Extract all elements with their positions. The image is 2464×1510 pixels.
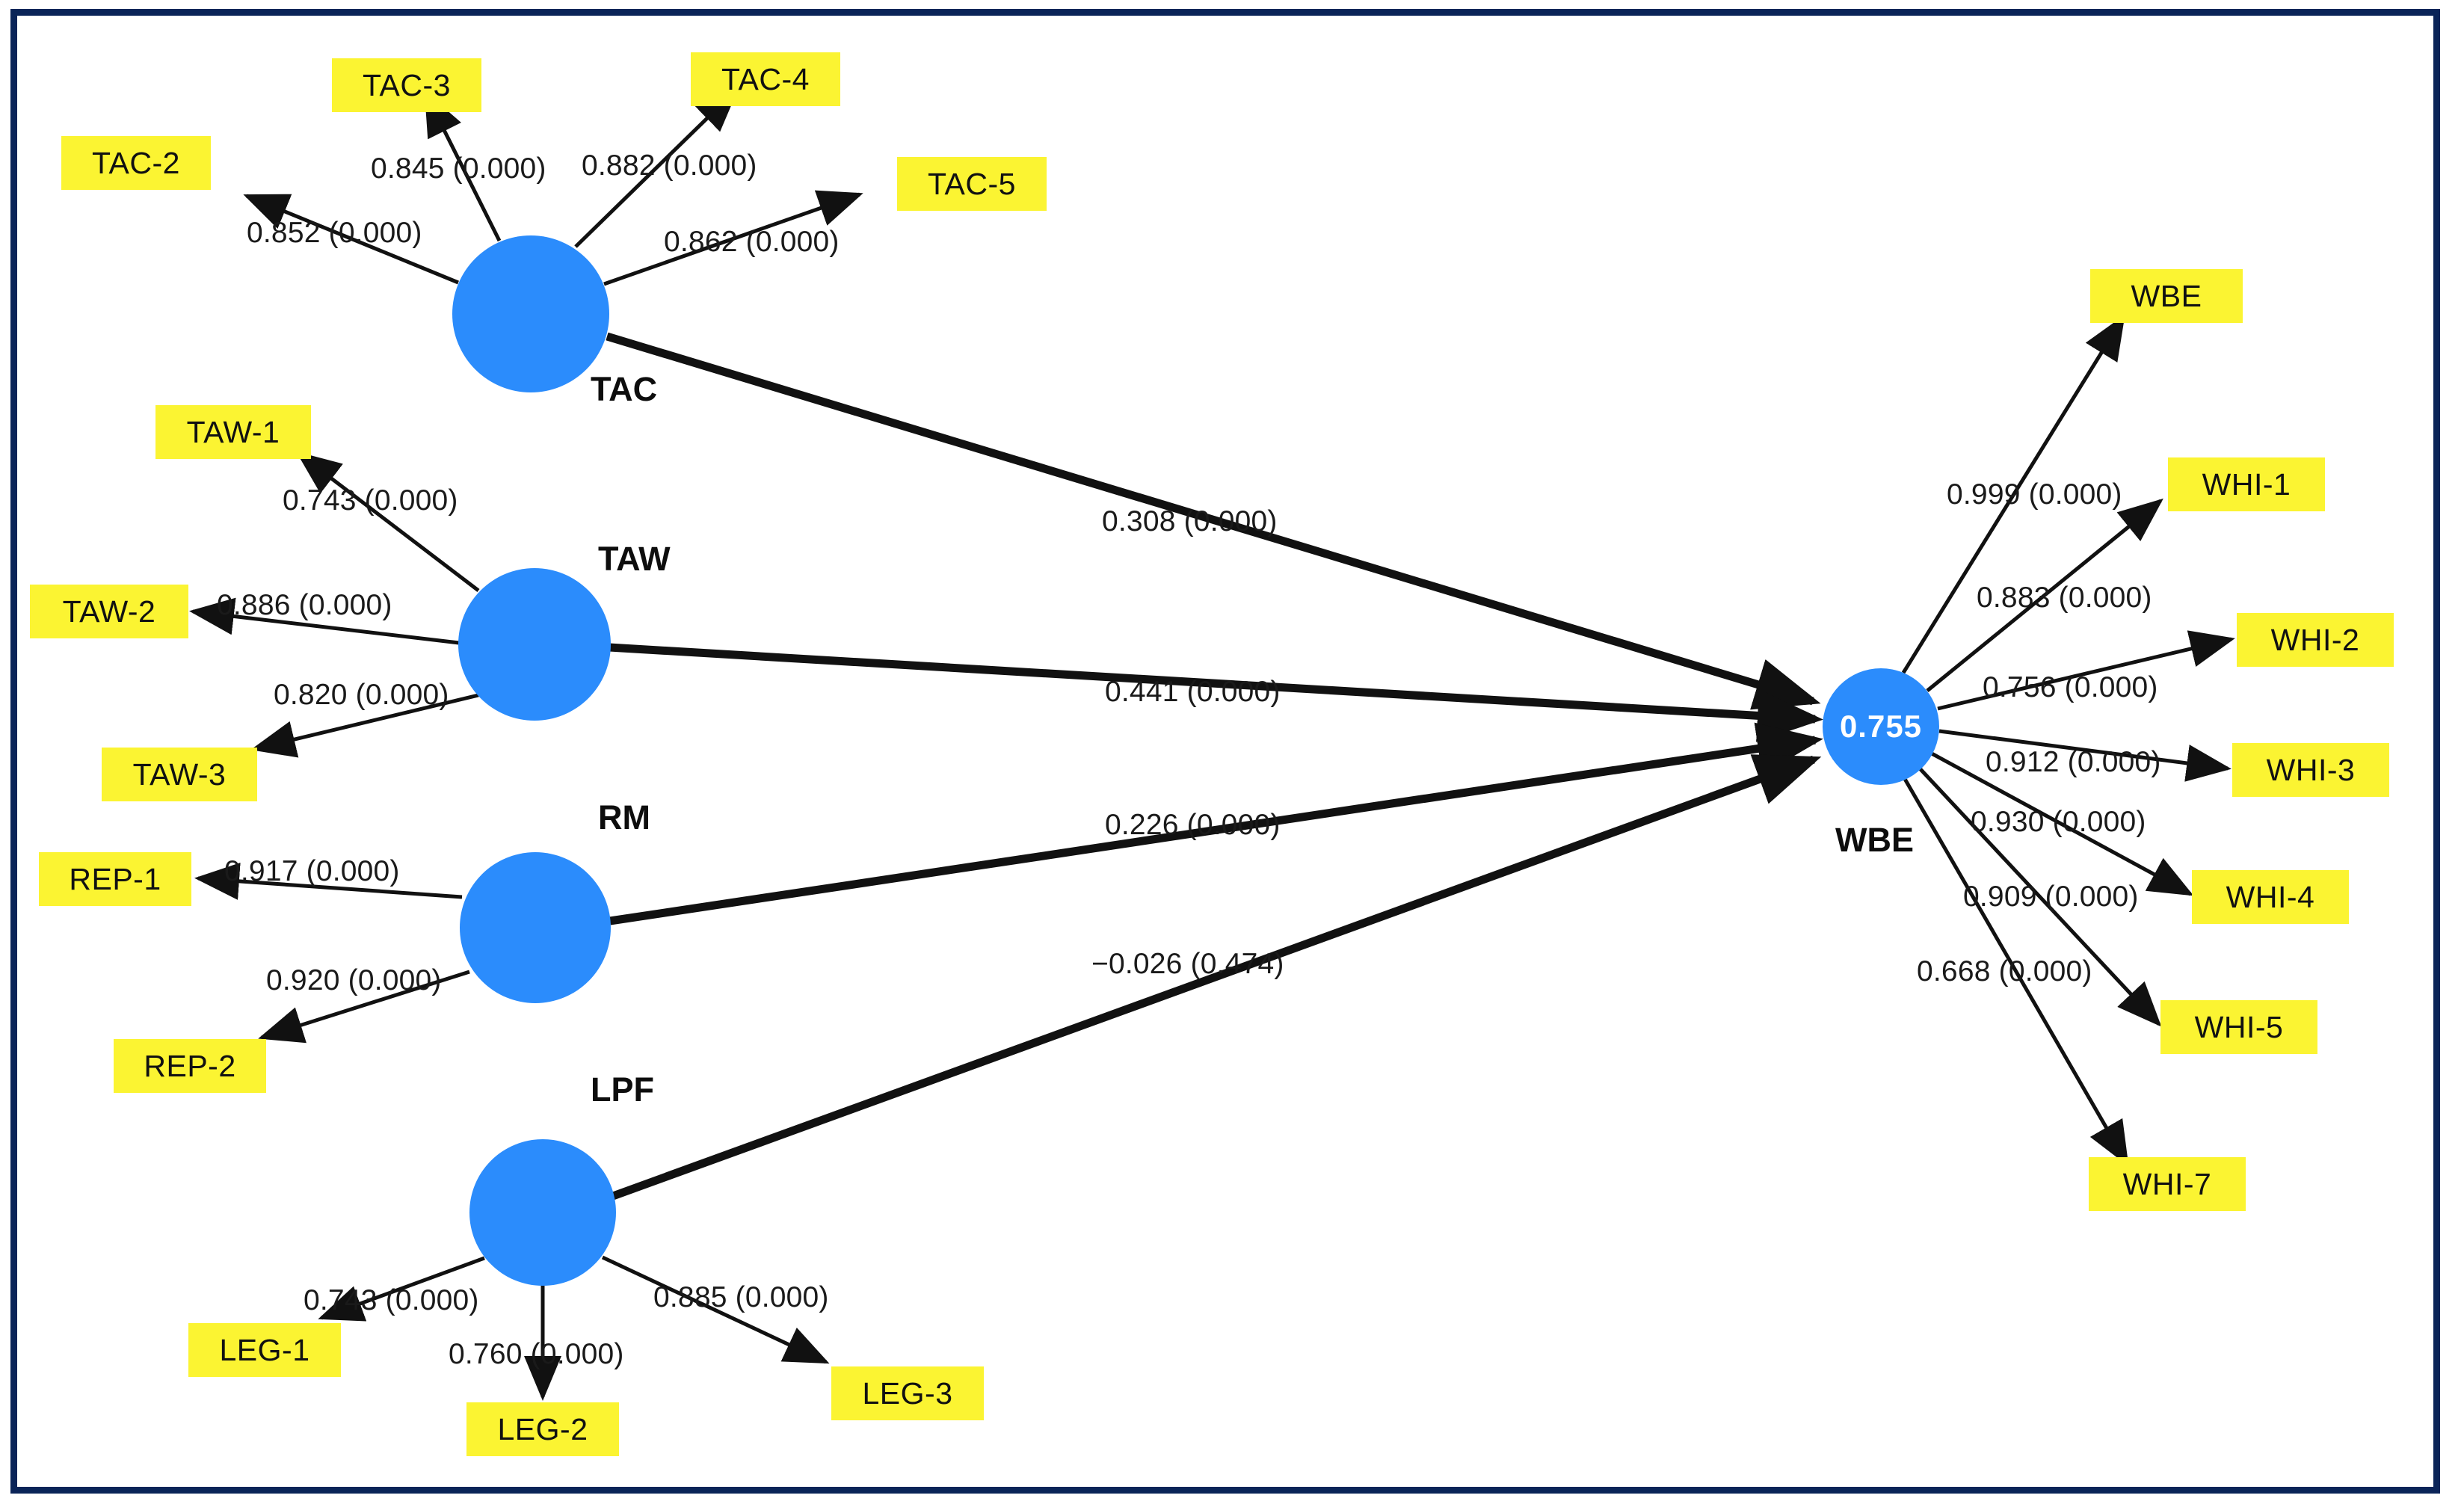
- edge-wbe-to-whi7: [1903, 777, 2129, 1167]
- edge-wbe-to-whi1: [1926, 498, 2163, 692]
- indicator-taw-1[interactable]: TAW-1: [155, 405, 311, 459]
- path-label-tac-wbe: 0.308 (0.000): [1102, 505, 1278, 537]
- indicator-leg-2[interactable]: LEG-2: [466, 1402, 619, 1456]
- loading-label-taw-3: 0.820 (0.000): [274, 679, 449, 711]
- loading-label-rep-2: 0.920 (0.000): [266, 964, 442, 996]
- path-label-rm-wbe: 0.226 (0.000): [1105, 809, 1281, 841]
- indicator-rep-1[interactable]: REP-1: [39, 852, 191, 906]
- loading-label-tac-3: 0.845 (0.000): [371, 152, 546, 185]
- indicator-tac-2[interactable]: TAC-2: [61, 136, 211, 190]
- loading-label-leg-1: 0.743 (0.000): [304, 1284, 479, 1316]
- edge-taw-to-taw2: [189, 597, 460, 645]
- indicator-tac-3[interactable]: TAC-3: [332, 58, 481, 112]
- edge-rm-to-wbe: [609, 722, 1823, 925]
- loading-label-whi-3: 0.912 (0.000): [1986, 746, 2161, 778]
- construct-label-wbe: WBE: [1835, 821, 1914, 859]
- construct-label-lpf: LPF: [591, 1070, 654, 1109]
- edge-tac-to-wbe: [606, 332, 1821, 710]
- construct-wbe[interactable]: 0.755: [1823, 668, 1939, 785]
- loading-label-tac-4: 0.882 (0.000): [582, 150, 757, 182]
- indicator-rep-2[interactable]: REP-2: [114, 1039, 266, 1093]
- loading-label-taw-2: 0.886 (0.000): [217, 589, 392, 621]
- edge-lpf-to-wbe: [612, 754, 1822, 1201]
- loading-label-whi-4: 0.930 (0.000): [1971, 806, 2146, 838]
- loading-label-whi-2: 0.756 (0.000): [1983, 671, 2158, 703]
- indicator-wbe[interactable]: WBE: [2090, 269, 2243, 323]
- construct-taw[interactable]: [458, 568, 611, 721]
- indicator-leg-1[interactable]: LEG-1: [188, 1323, 341, 1377]
- indicator-taw-2[interactable]: TAW-2: [30, 585, 188, 638]
- loading-label-whi-5: 0.909 (0.000): [1963, 881, 2139, 913]
- diagram-frame: [10, 9, 2440, 1494]
- edge-tac-to-tac4: [574, 87, 739, 248]
- indicator-tac-5[interactable]: TAC-5: [897, 157, 1047, 211]
- edge-lpf-to-leg1: [318, 1256, 485, 1322]
- indicator-tac-4[interactable]: TAC-4: [691, 52, 840, 106]
- construct-label-tac: TAC: [591, 370, 658, 408]
- loading-label-leg-2: 0.760 (0.000): [449, 1338, 624, 1370]
- edge-rm-to-rep1: [194, 862, 463, 900]
- edge-rm-to-rep2: [258, 970, 470, 1044]
- path-label-lpf-wbe: −0.026 (0.474): [1091, 948, 1284, 980]
- edge-wbe-to-whi5: [1918, 767, 2162, 1027]
- loading-label-tac-5: 0.862 (0.000): [664, 226, 840, 258]
- edge-wbe-to-whi3: [1938, 729, 2232, 782]
- r-squared-value: 0.755: [1839, 709, 1923, 744]
- indicator-whi-4[interactable]: WHI-4: [2192, 870, 2349, 924]
- path-label-taw-wbe: 0.441 (0.000): [1105, 676, 1281, 708]
- edge-wbe-to-whi4: [1930, 751, 2194, 896]
- indicator-whi-3[interactable]: WHI-3: [2232, 743, 2389, 797]
- construct-label-rm: RM: [598, 798, 650, 836]
- edge-taw-to-taw3: [250, 693, 479, 758]
- loading-label-whi-1: 0.883 (0.000): [1977, 582, 2152, 614]
- edge-wbe-to-wbe-indicator: [1901, 314, 2125, 674]
- construct-tac[interactable]: [452, 235, 609, 392]
- loading-label-wbe-indicator: 0.999 (0.000): [1947, 478, 2122, 511]
- indicator-whi-2[interactable]: WHI-2: [2237, 613, 2394, 667]
- indicator-leg-3[interactable]: LEG-3: [831, 1366, 984, 1420]
- loading-label-rep-1: 0.917 (0.000): [224, 855, 400, 887]
- loading-label-tac-2: 0.852 (0.000): [247, 217, 422, 249]
- edge-tac-to-tac3: [424, 90, 502, 242]
- indicator-whi-5[interactable]: WHI-5: [2160, 1000, 2317, 1054]
- indicator-taw-3[interactable]: TAW-3: [102, 748, 257, 801]
- loading-label-taw-1: 0.743 (0.000): [283, 484, 458, 517]
- construct-lpf[interactable]: [469, 1139, 616, 1286]
- edge-taw-to-wbe: [609, 643, 1823, 742]
- edge-tac-to-tac5: [603, 190, 863, 286]
- edge-taw-to-taw1: [296, 451, 480, 592]
- edge-wbe-to-whi2: [1937, 630, 2235, 711]
- loading-label-whi-7: 0.668 (0.000): [1917, 955, 2092, 987]
- construct-label-taw: TAW: [598, 540, 671, 578]
- indicator-whi-7[interactable]: WHI-7: [2089, 1157, 2246, 1211]
- edge-tac-to-tac2: [243, 194, 459, 285]
- edge-lpf-to-leg3: [601, 1255, 830, 1364]
- loading-label-leg-3: 0.885 (0.000): [653, 1281, 829, 1313]
- construct-rm[interactable]: [460, 852, 611, 1003]
- indicator-whi-1[interactable]: WHI-1: [2168, 457, 2325, 511]
